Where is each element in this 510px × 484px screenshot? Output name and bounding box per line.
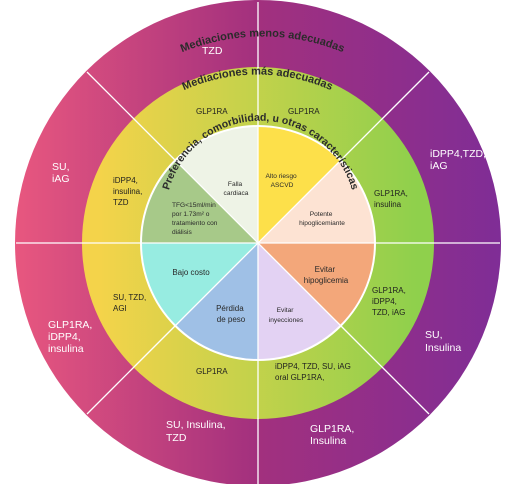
middle-left-lower-line-2: AGI xyxy=(113,304,127,313)
middle-label-right-upper: GLP1RA, insulina xyxy=(374,189,410,209)
tfg-line-1: TFG<15ml/min xyxy=(172,202,216,209)
outer-bottom-right-line-1: GLP1RA, xyxy=(310,423,354,435)
middle-right-lower-line-3: TZD, iAG xyxy=(372,308,405,317)
inner-label-alto-riesgo: Alto riesgo ASCVD xyxy=(266,173,299,189)
ring-dividers xyxy=(16,2,500,484)
middle-right-upper-line-1: GLP1RA, xyxy=(374,189,408,198)
tfg-line-3: tratamiento con xyxy=(172,220,218,227)
inner-circle-border xyxy=(140,125,376,361)
sector-evitar-inyecciones xyxy=(258,243,341,360)
middle-label-left-lower: SU, TZD, AGI xyxy=(113,293,148,313)
outer-lower-left-line-2: iDPP4, xyxy=(48,331,81,343)
evitar-hipo-line-1: Evitar xyxy=(315,265,336,274)
outer-label-bottom-left: SU, Insulina, TZD xyxy=(166,419,228,444)
outer-lower-left-line-1: GLP1RA, xyxy=(48,319,92,331)
middle-label-right-lower: GLP1RA, iDPP4, TZD, iAG xyxy=(372,286,408,317)
inner-label-tfg-dialisis: TFG<15ml/min por 1.73m² o tratamiento co… xyxy=(172,202,219,236)
outer-label-lower-right: SU, Insulina xyxy=(425,329,461,354)
sector-perdida-peso xyxy=(175,243,258,360)
tfg-line-2: por 1.73m² o xyxy=(172,211,210,218)
inner-label-perdida-peso: Pérdida de peso xyxy=(216,304,246,324)
inner-label-evitar-hipoglicemia: Evitar hipoglicemia xyxy=(304,265,349,285)
potente-line-1: Potente xyxy=(310,211,333,218)
sector-bajo-costo xyxy=(141,243,258,326)
inner-label-falla-cardiaca: Falla cardiaca xyxy=(224,181,249,197)
outer-upper-left-line-2: iAG xyxy=(52,173,70,185)
outer-upper-left-line-1: SU, xyxy=(52,161,70,173)
middle-left-upper-line-1: iDPP4, xyxy=(113,176,138,185)
middle-right-upper-line-2: insulina xyxy=(374,200,402,209)
outer-label-lower-left: GLP1RA, iDPP4, insulina xyxy=(48,319,95,355)
alto-line-1: Alto riesgo xyxy=(266,173,297,180)
tfg-line-4: diálisis xyxy=(172,229,192,236)
evitar-iny-line-1: Evitar xyxy=(277,307,295,314)
middle-right-lower-line-1: GLP1RA, xyxy=(372,286,406,295)
middle-label-bottom-left: GLP1RA xyxy=(196,367,228,376)
inner-label-bajo-costo: Bajo costo xyxy=(172,268,210,277)
outer-lower-right-line-1: SU, xyxy=(425,329,443,341)
falla-line-1: Falla xyxy=(228,181,243,188)
outer-lower-left-line-3: insulina xyxy=(48,343,84,355)
outer-bottom-left-line-2: TZD xyxy=(166,432,187,444)
middle-bottom-right-line-2: oral GLP1RA, xyxy=(275,373,324,382)
outer-label-bottom-right: GLP1RA, Insulina xyxy=(310,423,357,447)
outer-upper-right-line-2: iAG xyxy=(430,160,448,172)
inner-sectors xyxy=(141,126,375,360)
potente-line-2: hipoglicemiante xyxy=(299,220,345,227)
falla-line-2: cardiaca xyxy=(224,190,249,197)
middle-label-bottom-right: iDPP4, TZD, SU, iAG oral GLP1RA, xyxy=(275,362,353,382)
middle-right-lower-line-2: iDPP4, xyxy=(372,297,397,306)
outer-upper-right-line-1: iDPP4,TZD, xyxy=(430,148,486,160)
middle-label-top-right: GLP1RA xyxy=(288,107,320,116)
perdida-line-1: Pérdida xyxy=(216,304,244,313)
outer-label-upper-left: SU, iAG xyxy=(52,161,72,185)
sector-potente-hipoglicemiante xyxy=(258,160,375,243)
perdida-line-2: de peso xyxy=(217,315,246,324)
evitar-iny-line-2: inyecciones xyxy=(269,317,304,324)
sector-falla-cardiaca xyxy=(175,126,258,243)
evitar-hipo-line-2: hipoglicemia xyxy=(304,276,349,285)
middle-label-top-left: GLP1RA xyxy=(196,107,228,116)
middle-left-upper-line-3: TZD xyxy=(113,198,129,207)
sector-alto-riesgo xyxy=(258,126,341,243)
inner-label-evitar-inyecciones: Evitar inyecciones xyxy=(269,307,304,324)
middle-label-left-upper: iDPP4, insulina, TZD xyxy=(113,176,145,207)
outer-bottom-left-line-1: SU, Insulina, xyxy=(166,419,226,431)
outer-label-top: TZD xyxy=(202,45,223,57)
middle-left-upper-line-2: insulina, xyxy=(113,187,142,196)
outer-bottom-right-line-2: Insulina xyxy=(310,435,346,447)
inner-label-potente-hipoglicemiante: Potente hipoglicemiante xyxy=(299,211,345,227)
middle-left-lower-line-1: SU, TZD, xyxy=(113,293,146,302)
alto-line-2: ASCVD xyxy=(271,182,294,189)
outer-label-upper-right: iDPP4,TZD, iAG xyxy=(430,148,489,172)
sector-tfg-dialisis xyxy=(141,160,258,243)
middle-bottom-right-line-1: iDPP4, TZD, SU, iAG xyxy=(275,362,351,371)
outer-lower-right-line-2: Insulina xyxy=(425,342,461,354)
sector-evitar-hipoglicemia xyxy=(258,243,375,326)
